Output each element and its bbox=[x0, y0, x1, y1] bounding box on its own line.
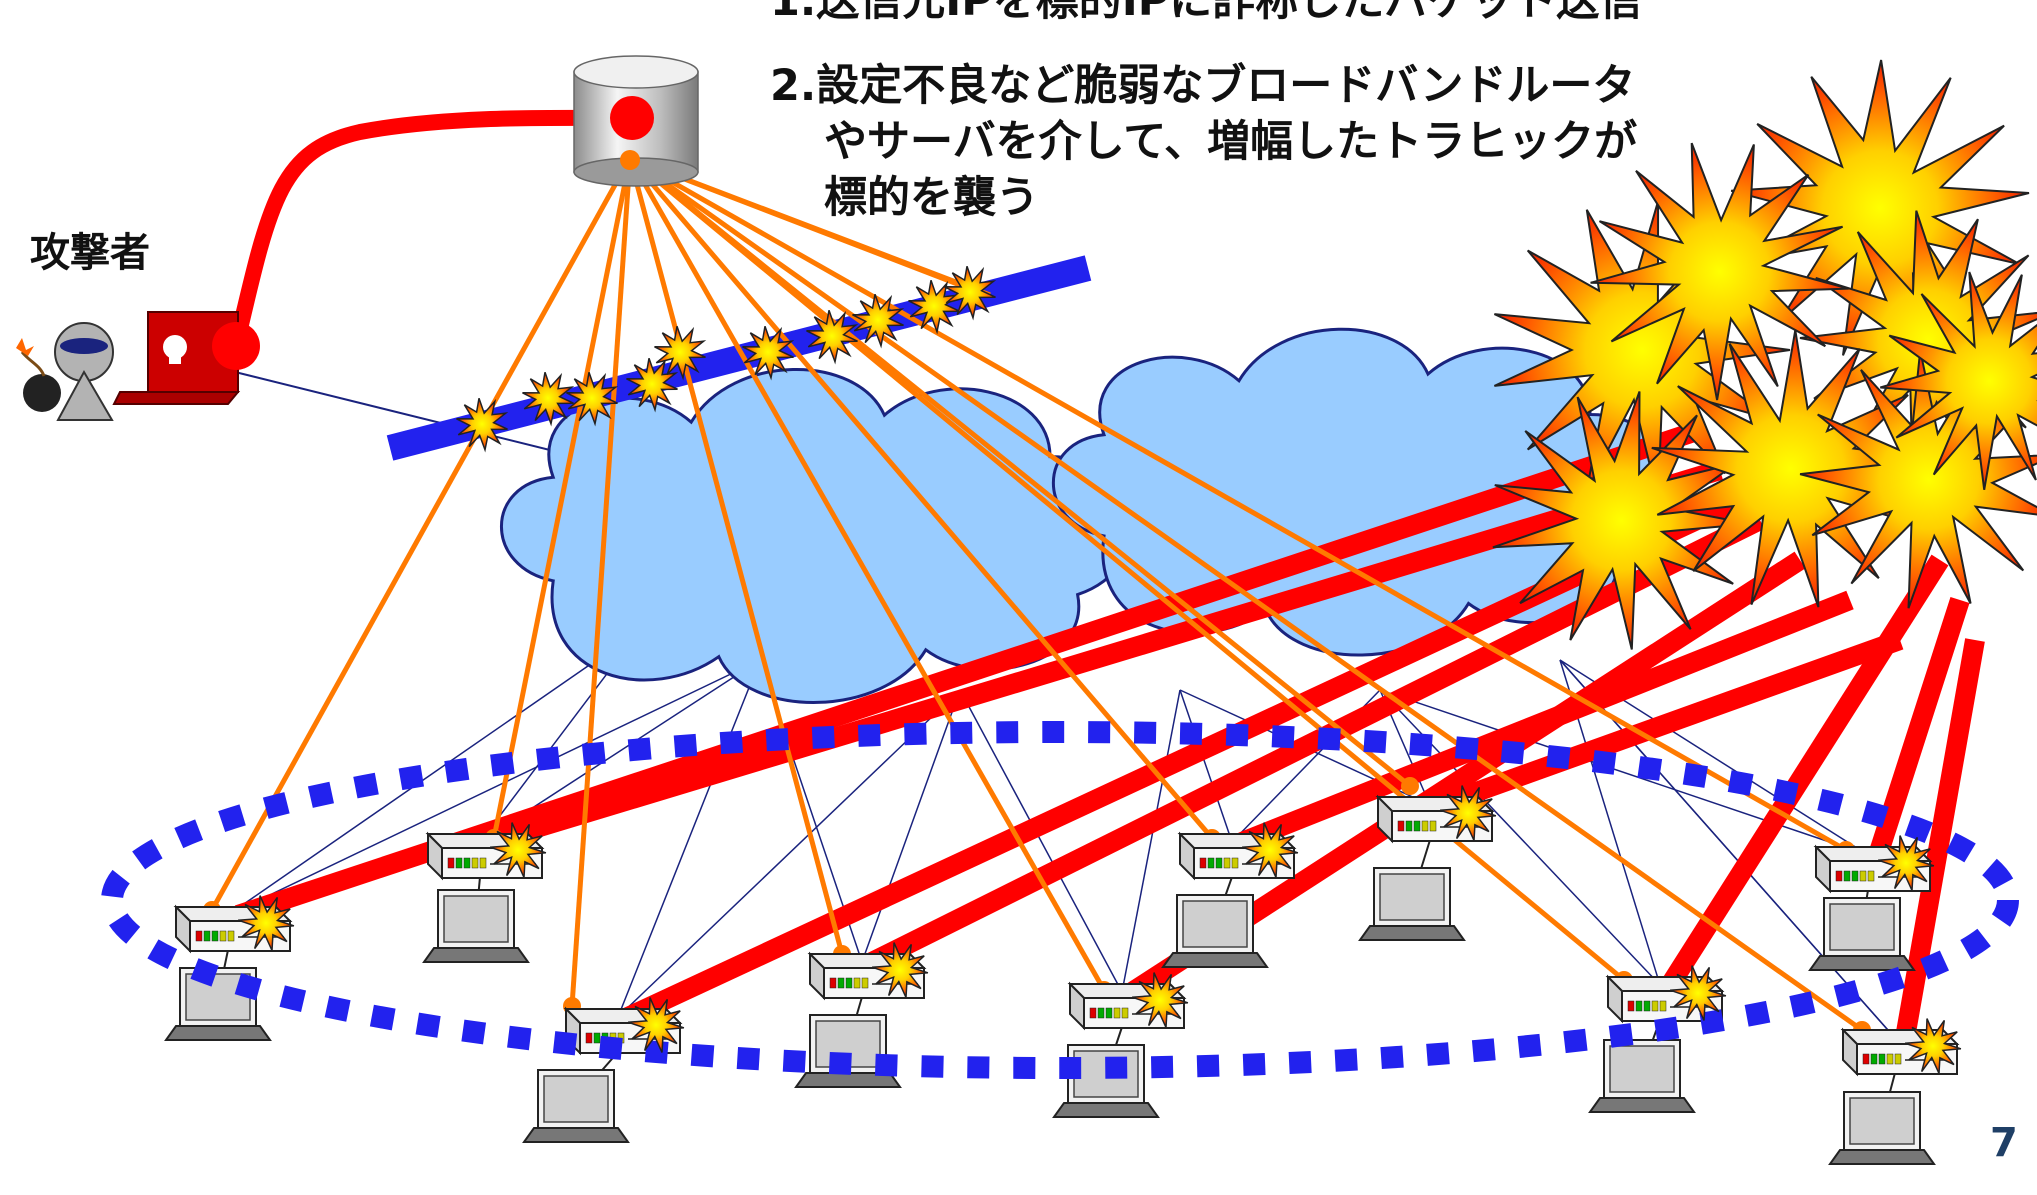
reflection-line bbox=[569, 157, 633, 1007]
network-link bbox=[617, 689, 961, 1018]
laptop-icon bbox=[522, 1069, 630, 1143]
explosion-icon bbox=[522, 371, 575, 427]
spoofed-request-line bbox=[228, 109, 633, 348]
amplified-traffic-line bbox=[487, 460, 1723, 852]
explosion-icon bbox=[654, 325, 707, 381]
reflection-line bbox=[629, 155, 991, 298]
explosion-icon bbox=[1241, 822, 1299, 878]
amplified-traffic-line bbox=[1238, 590, 1854, 852]
large-explosion-icon bbox=[1880, 271, 2037, 490]
laptop-icon bbox=[1588, 1039, 1696, 1113]
explosion-icon bbox=[1877, 835, 1935, 891]
server-reflection-point bbox=[620, 150, 640, 170]
network-link bbox=[1179, 689, 1233, 843]
explosion-icon bbox=[871, 942, 929, 998]
large-explosion-icon bbox=[1492, 391, 1751, 650]
step2-text: 2.設定不良など脆弱なブロードバンドルータ やサーバを介して、増幅したトラヒック… bbox=[770, 58, 1637, 226]
amplified-traffic-line bbox=[1868, 596, 1970, 859]
attacker-label: 攻撃者 bbox=[30, 230, 150, 276]
skull-laptop-icon bbox=[112, 311, 241, 405]
explosion-icon bbox=[742, 325, 795, 381]
network-link bbox=[1559, 659, 1896, 1039]
amplified-traffic-line bbox=[867, 511, 1765, 971]
reflection-line bbox=[628, 155, 1848, 853]
server-endpoint bbox=[610, 96, 654, 140]
packet-burst-markers bbox=[237, 265, 1962, 1074]
reflection-line bbox=[627, 156, 1107, 992]
laptop-icon bbox=[794, 1014, 902, 1088]
explosion-icon bbox=[852, 293, 905, 349]
reflection-line bbox=[628, 156, 1626, 982]
network-link bbox=[1121, 689, 1181, 993]
explosion-icon bbox=[944, 265, 997, 321]
router-group-outline-ellipse bbox=[101, 721, 2019, 1079]
broadband-router-icon bbox=[807, 951, 927, 1001]
network-link bbox=[617, 659, 761, 1018]
amplified-traffic-line bbox=[1895, 638, 1985, 1040]
explosion-icon bbox=[626, 357, 679, 413]
laptop-icon bbox=[1828, 1091, 1936, 1165]
network-link bbox=[227, 659, 761, 916]
explosion-icon bbox=[908, 279, 961, 335]
step2-line2: やサーバを介して、増幅したトラヒックが bbox=[824, 117, 1638, 167]
network-link bbox=[959, 689, 1123, 993]
explosion-icon bbox=[627, 997, 685, 1053]
amplified-traffic-line bbox=[1661, 554, 1949, 991]
network-link bbox=[861, 689, 961, 963]
explosion-icon bbox=[566, 371, 619, 427]
cloud-icon bbox=[1052, 327, 1672, 657]
router-group-outline bbox=[101, 721, 2019, 1079]
attacker-group bbox=[16, 311, 260, 421]
server-group bbox=[573, 55, 699, 187]
network-link bbox=[227, 629, 641, 916]
explosion-icon bbox=[1439, 785, 1497, 841]
router-and-pc-group bbox=[164, 794, 1960, 1165]
bomb-icon bbox=[23, 374, 61, 412]
step2-line3: 標的を襲う bbox=[824, 173, 1039, 223]
reflection-line bbox=[627, 157, 845, 955]
target-explosion bbox=[1492, 59, 2037, 650]
amplified-traffic-line bbox=[1436, 630, 1904, 815]
laptop-icon bbox=[1358, 867, 1466, 941]
laptop-icon bbox=[1161, 894, 1269, 968]
network-link bbox=[234, 371, 571, 456]
explosion-icon bbox=[489, 822, 547, 878]
reflection-line bbox=[209, 156, 633, 912]
step1-text: 1.送信元IPを標的IPに詐称したパケット送信 bbox=[770, 0, 1643, 26]
explosion-icon bbox=[806, 309, 859, 365]
bomb-fuse bbox=[20, 351, 46, 377]
reflection-line bbox=[628, 155, 1864, 1033]
reflection-endpoint bbox=[1401, 777, 1419, 795]
attacker-endpoint bbox=[212, 322, 260, 370]
reflection-line bbox=[491, 157, 633, 839]
reflection-line bbox=[628, 156, 1214, 840]
internet-cloud bbox=[500, 327, 1672, 704]
server-top bbox=[573, 55, 699, 89]
laptop-icon bbox=[422, 889, 530, 963]
explosion-icon bbox=[456, 397, 509, 453]
laptop-icon bbox=[1052, 1044, 1160, 1118]
large-explosion-icon bbox=[1651, 329, 1930, 608]
step2-line1: 2.設定不良など脆弱なブロードバンドルータ bbox=[770, 61, 1636, 111]
bomb-spark bbox=[16, 338, 34, 356]
explosion-icon bbox=[1131, 972, 1189, 1028]
laptop-icon bbox=[1808, 897, 1916, 971]
explosion-icon bbox=[1669, 965, 1727, 1021]
page-number: 7 bbox=[1990, 1120, 2018, 1166]
large-explosion-icon bbox=[1590, 142, 1849, 401]
explosion-icon bbox=[1904, 1018, 1962, 1074]
attacker-glasses bbox=[60, 338, 108, 354]
explosion-icon bbox=[237, 895, 295, 951]
network-link bbox=[1379, 689, 1869, 856]
attacker-body bbox=[56, 369, 114, 421]
